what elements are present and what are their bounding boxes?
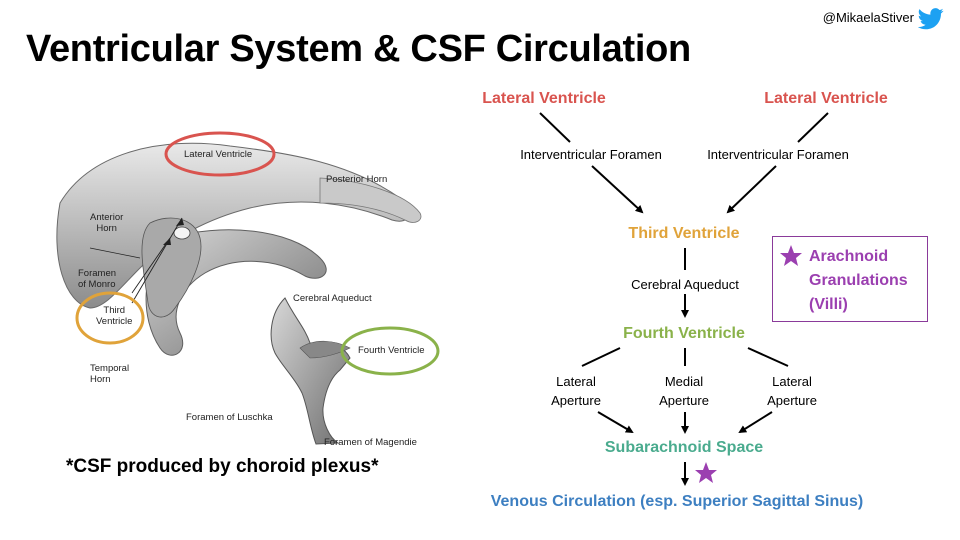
twitter-handle[interactable]: @MikaelaStiver [822, 10, 914, 25]
arrow-lateral-right-to-subarachnoid [738, 411, 773, 434]
node-cerebral-aqueduct: Cerebral Aqueduct [631, 277, 739, 292]
label-foramen-of-luschka: Foramen of Luschka [186, 412, 273, 423]
arrow-head [163, 238, 171, 245]
node-lateral-ventricle-right: Lateral Ventricle [764, 90, 888, 107]
page-title: Ventricular System & CSF Circulation [26, 28, 691, 70]
fourth-ventricle-highlight [340, 326, 440, 376]
twitter-bird-icon[interactable] [918, 8, 944, 30]
arrow-lateral-left-to-subarachnoid [597, 411, 634, 434]
label-foramen-of-magendie: Foramen of Magendie [324, 437, 417, 448]
node-interventricular-foramen-right: Interventricular Foramen [707, 147, 849, 162]
node-lateral-ventricle-left: Lateral Ventricle [482, 90, 606, 107]
ventricle-drawing [56, 131, 440, 445]
label-cerebral-aqueduct: Cerebral Aqueduct [293, 293, 372, 304]
label-fourth-ventricle: Fourth Ventricle [358, 345, 425, 356]
node-fourth-ventricle: Fourth Ventricle [623, 325, 745, 342]
node-interventricular-foramen-left: Interventricular Foramen [520, 147, 662, 162]
arrow-lateral-right-to-foramen [797, 112, 829, 143]
choroid-plexus-note: *CSF produced by choroid plexus* [66, 456, 379, 477]
star-icon [780, 245, 802, 266]
arachnoid-granulations-label: Arachnoid Granulations (Villi) [809, 248, 908, 313]
arrow-foramen-left-to-third [591, 165, 644, 214]
leader-line [131, 237, 171, 294]
lateral-ventricle-highlight [164, 131, 276, 177]
arrow-fourth-to-lateral-left [581, 347, 621, 367]
arrow-fourth-to-lateral-right [747, 347, 789, 367]
label-lateral-ventricle: Lateral Ventricle [184, 149, 253, 160]
arrow-head [176, 218, 184, 226]
arrow-foramen-right-to-third [726, 165, 777, 214]
arrow-lateral-left-to-foramen [539, 112, 571, 143]
label-posterior-horn: Posterior Horn [326, 174, 388, 185]
star-icon [695, 462, 717, 483]
arachnoid-granulations-box [772, 236, 928, 322]
ventricle-illustration: Lateral Ventricle Posterior Horn Anterio… [20, 108, 450, 458]
leader-line [131, 217, 183, 304]
third-ventricle-highlight [75, 291, 145, 345]
node-venous-circulation: Venous Circulation (esp. Superior Sagitt… [490, 493, 864, 510]
node-third-ventricle: Third Ventricle [628, 225, 740, 242]
node-subarachnoid-space: Subarachnoid Space [604, 439, 764, 456]
